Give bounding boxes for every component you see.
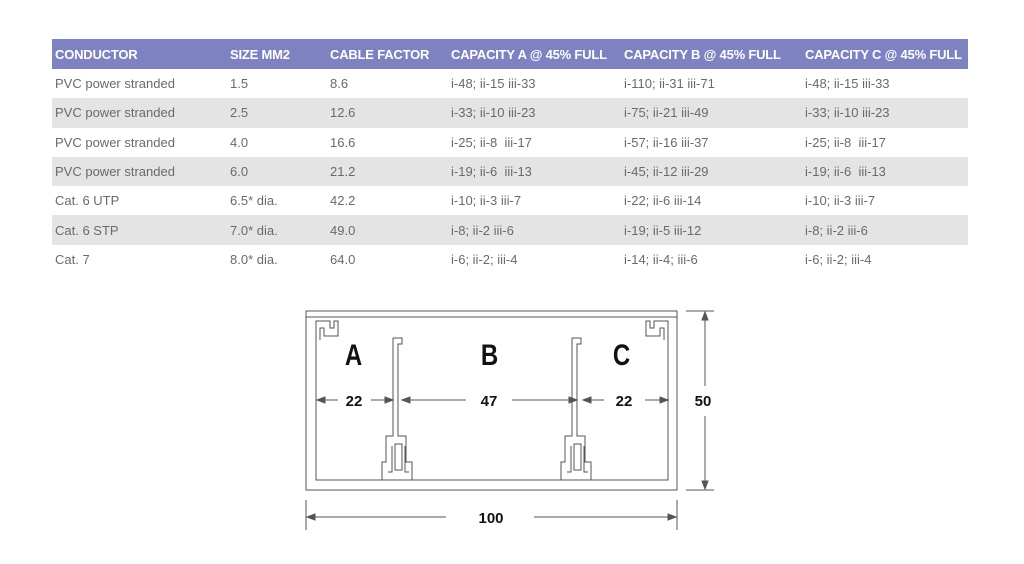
- dimension-c-width: 22: [616, 393, 633, 410]
- cell-capacity-a: i-19; ii-6 iii-13: [448, 156, 621, 187]
- compartment-label-a: A: [345, 337, 362, 371]
- divider-left: [381, 337, 413, 480]
- cell-capacity-b: i-110; ii-31 iii-71: [624, 76, 715, 92]
- left-clip: [315, 320, 339, 340]
- cell-capacity-c: i-8; ii-2 iii-6: [802, 215, 968, 245]
- cell-conductor: Cat. 6 UTP: [55, 193, 120, 209]
- cell-capacity-a: i-48; ii-15 iii-33: [451, 76, 536, 92]
- cell-cable-factor: 16.6: [330, 134, 356, 150]
- cell-cable-factor: 8.6: [330, 76, 349, 92]
- cell-capacity-b: i-75; ii-21 iii-49: [621, 98, 802, 128]
- cell-capacity-b: i-14; ii-4; iii-6: [624, 251, 698, 267]
- cell-size: 7.0* dia.: [227, 215, 327, 245]
- dimension-b-width: 47: [481, 393, 498, 410]
- header-size: SIZE MM2: [227, 39, 327, 69]
- cell-size: 4.0: [230, 134, 249, 150]
- cell-conductor: PVC power stranded: [52, 98, 227, 128]
- cell-capacity-c: i-33; ii-10 iii-23: [802, 98, 968, 128]
- cell-cable-factor: 12.6: [327, 98, 448, 128]
- cell-capacity-a: i-25; ii-8 iii-17: [451, 134, 532, 150]
- table-header-row: CONDUCTOR SIZE MM2 CABLE FACTOR CAPACITY…: [52, 39, 968, 69]
- cell-cable-factor: 49.0: [327, 215, 448, 245]
- cell-size: 2.5: [227, 98, 327, 128]
- right-clip: [645, 320, 669, 340]
- cell-capacity-b: i-45; ii-12 iii-29: [621, 156, 802, 187]
- table-row: PVC power stranded 1.5 8.6 i-48; ii-15 iii-…: [52, 69, 968, 98]
- cell-conductor: PVC power stranded: [55, 134, 175, 150]
- cell-capacity-c: i-6; ii-2; iii-4: [805, 251, 872, 267]
- cell-capacity-a: i-10; ii-3 iii-7: [451, 193, 522, 209]
- dimension-height: 50: [695, 393, 712, 410]
- cell-cable-factor: 42.2: [330, 193, 356, 209]
- cell-size: 1.5: [230, 76, 249, 92]
- cell-cable-factor: 64.0: [330, 251, 356, 267]
- cell-capacity-a: i-6; ii-2; iii-4: [451, 251, 518, 267]
- header-capacity-b: CAPACITY B @ 45% FULL: [621, 39, 802, 69]
- cell-size: 6.5* dia.: [230, 193, 278, 209]
- cable-capacity-table: CONDUCTOR SIZE MM2 CABLE FACTOR CAPACITY…: [52, 39, 968, 274]
- cell-capacity-a: i-33; ii-10 iii-23: [448, 98, 621, 128]
- cell-conductor: Cat. 6 STP: [52, 215, 227, 245]
- compartment-label-c: C: [613, 337, 630, 371]
- cell-capacity-a: i-8; ii-2 iii-6: [448, 215, 621, 245]
- compartment-label-b: B: [481, 337, 498, 371]
- cell-capacity-b: i-19; ii-5 iii-12: [621, 215, 802, 245]
- cell-capacity-c: i-10; ii-3 iii-7: [805, 193, 876, 209]
- channel-outline: [305, 310, 678, 491]
- cell-size: 8.0* dia.: [230, 251, 278, 267]
- cell-capacity-b: i-22; ii-6 iii-14: [624, 193, 702, 209]
- cell-conductor: PVC power stranded: [52, 156, 227, 187]
- cell-conductor: PVC power stranded: [55, 76, 175, 92]
- table-row: Cat. 7 8.0* dia. 64.0 i-6; ii-2; iii-4 i-14;…: [52, 245, 968, 274]
- dimension-total-width: 100: [478, 510, 503, 527]
- divider-right: [560, 337, 592, 480]
- cell-cable-factor: 21.2: [327, 156, 448, 187]
- cell-capacity-c: i-25; ii-8 iii-17: [805, 134, 886, 150]
- header-capacity-c: CAPACITY C @ 45% FULL: [802, 39, 968, 69]
- table-row: Cat. 6 UTP 6.5* dia. 42.2 i-10; ii-3 iii-7 i…: [52, 186, 968, 215]
- cell-conductor: Cat. 7: [55, 251, 90, 267]
- cell-size: 6.0: [227, 156, 327, 187]
- header-capacity-a: CAPACITY A @ 45% FULL: [448, 39, 621, 69]
- cell-capacity-b: i-57; ii-16 iii-37: [624, 134, 709, 150]
- dimension-a-width: 22: [346, 393, 363, 410]
- cell-capacity-c: i-19; ii-6 iii-13: [802, 156, 968, 187]
- header-cable-factor: CABLE FACTOR: [327, 39, 448, 69]
- table-row: PVC power stranded 4.0 16.6 i-25; ii-8 iii-…: [52, 128, 968, 157]
- cell-capacity-c: i-48; ii-15 iii-33: [805, 76, 890, 92]
- header-conductor: CONDUCTOR: [52, 39, 227, 69]
